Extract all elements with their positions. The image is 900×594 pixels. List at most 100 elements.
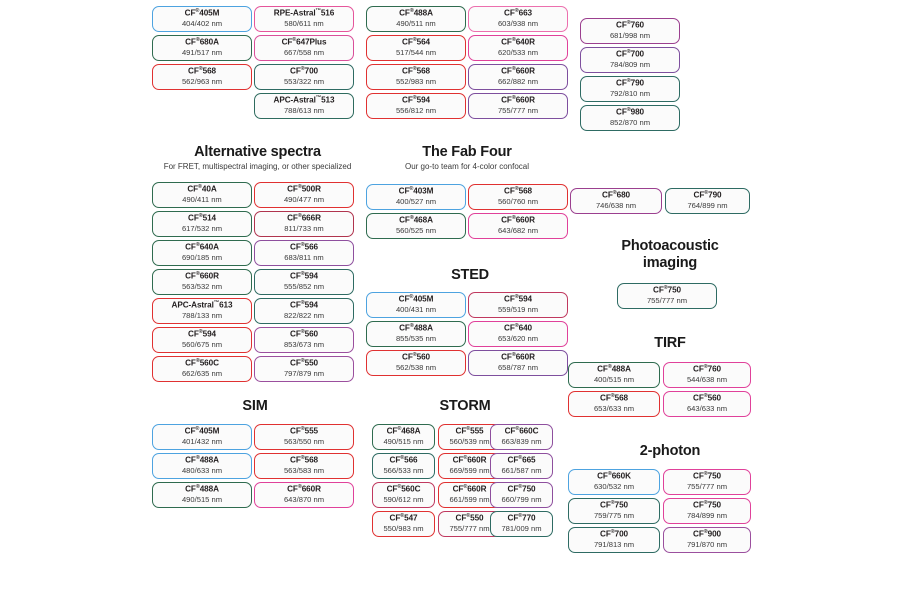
dye-name: CF®594	[402, 95, 430, 105]
dye-name: CF®564	[402, 37, 430, 47]
dye-name: CF®640R	[501, 37, 535, 47]
dye-wavelengths: 630/532 nm	[593, 481, 635, 491]
dye-wavelengths: 662/882 nm	[497, 76, 539, 86]
dye-name: CF®770	[507, 513, 536, 523]
dye-wavelengths: 490/515 nm	[181, 494, 223, 504]
dye-wavelengths: 401/432 nm	[181, 436, 223, 446]
dye-wavelengths: 662/635 nm	[181, 368, 223, 378]
dye-wavelengths: 491/517 nm	[181, 47, 223, 57]
dye-name: CF®680A	[185, 37, 219, 47]
dye-name: CF®560	[693, 393, 721, 403]
section-title-alternative-spectra: Alternative spectra	[194, 144, 321, 160]
dye-wavelengths: 562/963 nm	[181, 76, 223, 86]
dye-name: CF®566	[389, 455, 418, 465]
dye-name: CF®660R	[501, 95, 535, 105]
dye-name: CF®566	[290, 242, 318, 252]
dye-wavelengths: 603/938 nm	[497, 18, 539, 28]
dye-name: CF®640A	[185, 242, 219, 252]
dye-name: CF®660R	[501, 66, 535, 76]
dye-wavelengths: 544/638 nm	[686, 374, 728, 384]
dye-wavelengths: 580/611 nm	[284, 18, 324, 28]
dye-name: CF®647Plus	[281, 37, 327, 47]
dye-wavelengths: 661/587 nm	[501, 465, 542, 475]
dye-wavelengths: 788/613 nm	[283, 105, 325, 115]
dye-wavelengths: 560/525 nm	[395, 225, 437, 235]
dye-name: CF®568	[402, 66, 430, 76]
dye-wavelengths: 653/633 nm	[593, 403, 635, 413]
dye-name: CF®594	[188, 329, 216, 339]
